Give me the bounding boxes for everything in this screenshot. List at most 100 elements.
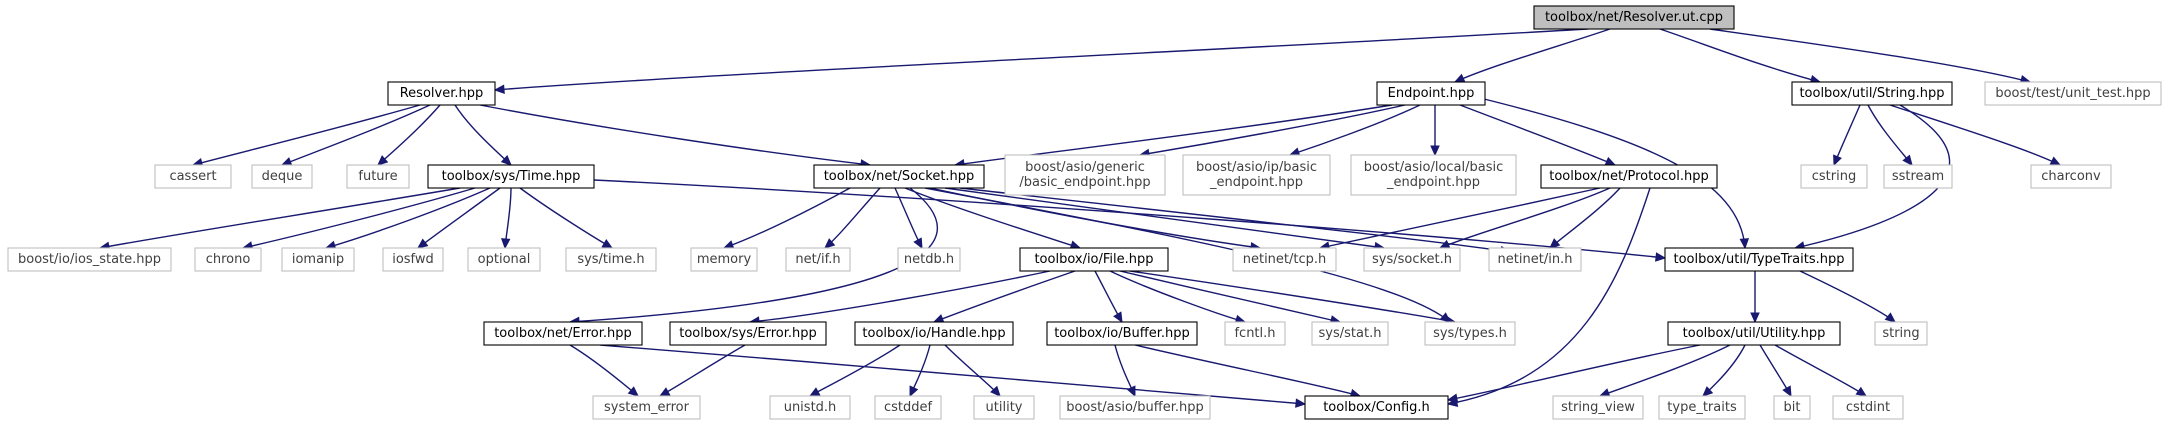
node-label: iomanip (292, 252, 344, 267)
node-label: boost/asio/generic (1025, 160, 1145, 175)
node-label: future (358, 169, 397, 184)
node-label: toolbox/sys/Time.hpp (442, 169, 581, 184)
edge-line (944, 187, 1385, 249)
edge-protocol-to-config (1446, 187, 1651, 407)
edge-line (894, 187, 923, 249)
node-label: iosfwd (392, 252, 434, 267)
edge-socket-to-netdb (894, 187, 923, 250)
edges-layer (98, 28, 2062, 408)
node-string[interactable]: toolbox/util/String.hpp (1791, 81, 1953, 106)
edge-typetraits-to-string_std (1799, 270, 1896, 323)
edge-arrowhead (1739, 238, 1750, 250)
node-buffer[interactable]: toolbox/io/Buffer.hpp (1046, 321, 1198, 346)
node-box (973, 395, 1035, 420)
node-utility-hpp[interactable]: toolbox/util/Utility.hpp (1667, 321, 1841, 346)
edge-protocol-to-in_h (1549, 187, 1621, 249)
node-box (669, 321, 827, 346)
node-label: string_view (1561, 400, 1635, 415)
edge-line (242, 187, 476, 249)
node-label: cassert (169, 169, 216, 184)
node-label: toolbox/net/Protocol.hpp (1549, 169, 1708, 184)
edge-arrowhead (932, 314, 945, 324)
edge-line (959, 187, 1511, 253)
node-label: toolbox/Config.h (1323, 400, 1430, 415)
node-box (387, 81, 496, 106)
node-box (1664, 247, 1854, 272)
edge-socket-to-socket_h (944, 187, 1386, 252)
edge-line (954, 104, 1393, 166)
node-label: toolbox/util/String.hpp (1799, 86, 1944, 101)
edge-socket-to-file (904, 187, 1082, 250)
node-label: boost/asio/local/basic (1364, 160, 1504, 175)
edge-root-to-unit_test (1709, 28, 2032, 85)
edge-resolver-to-time (454, 104, 512, 166)
edge-file-to-sys_error (748, 270, 1051, 326)
node-box (1224, 321, 1286, 346)
edge-line (1867, 104, 1913, 166)
edge-arrowhead (1126, 385, 1136, 398)
node-label: toolbox/net/Error.hpp (494, 326, 632, 341)
node-box (1182, 154, 1331, 196)
node-label: boost/asio/ip/basic (1196, 160, 1317, 175)
node-endpoint[interactable]: Endpoint.hpp (1376, 81, 1486, 106)
edge-buffer-to-asio_buffer (1114, 344, 1136, 398)
node-file[interactable]: toolbox/io/File.hpp (1019, 247, 1169, 272)
node-box (1376, 81, 1486, 106)
node-cstdint: cstdint (1832, 395, 1904, 420)
node-net-error[interactable]: toolbox/net/Error.hpp (483, 321, 643, 346)
node-sys-error[interactable]: toolbox/sys/Error.hpp (669, 321, 827, 346)
edge-arrowhead (1833, 154, 1842, 167)
node-box (1046, 321, 1198, 346)
edge-endpoint-to-typetraits (1479, 97, 1750, 250)
node-label: sstream (1892, 169, 1944, 184)
node-label: toolbox/sys/Error.hpp (679, 326, 816, 341)
edge-line (494, 28, 1589, 91)
node-config[interactable]: toolbox/Config.h (1304, 395, 1449, 420)
node-box (1540, 164, 1718, 189)
edge-line (1119, 270, 1341, 323)
edge-line (99, 187, 461, 249)
node-stat-h: sys/stat.h (1311, 321, 1389, 346)
edge-arrowhead (417, 238, 429, 249)
node-protocol[interactable]: toolbox/net/Protocol.hpp (1540, 164, 1718, 189)
edge-line (569, 344, 639, 397)
node-system-error: system_error (592, 395, 701, 420)
node-label: utility (986, 400, 1023, 415)
edge-line (1702, 344, 1746, 397)
edge-arrowhead (500, 238, 511, 250)
node-handle[interactable]: toolbox/io/Handle.hpp (854, 321, 1014, 346)
edge-line (1889, 104, 2061, 166)
node-socket[interactable]: toolbox/net/Socket.hpp (813, 164, 985, 189)
node-time[interactable]: toolbox/sys/Time.hpp (427, 164, 595, 189)
edge-arrowhead (1702, 386, 1714, 397)
edge-arrowhead (1295, 398, 1307, 408)
node-string-std: string (1874, 321, 1928, 346)
node-optional: optional (467, 247, 541, 272)
node-type-traits: type_traits (1658, 395, 1746, 420)
edge-endpoint-to-generic_ep (1138, 104, 1406, 159)
edge-line (1289, 104, 1421, 156)
edge-arrowhead (1655, 252, 1667, 262)
edge-arrowhead (990, 385, 1001, 397)
node-unistd: unistd.h (769, 395, 851, 420)
edge-arrowhead (1113, 311, 1123, 324)
node-box (813, 164, 985, 189)
node-label: toolbox/util/TypeTraits.hpp (1674, 252, 1845, 267)
node-resolver[interactable]: Resolver.hpp (387, 81, 496, 106)
node-label: toolbox/io/Handle.hpp (862, 326, 1005, 341)
node-string-view: string_view (1552, 395, 1644, 420)
node-box (897, 247, 961, 272)
node-label: cstring (1812, 169, 1856, 184)
node-socket-h: sys/socket.h (1363, 247, 1461, 272)
edge-arrowhead (280, 157, 293, 166)
edge-line (1659, 28, 1821, 83)
node-label: chrono (206, 252, 251, 267)
edge-line (1134, 344, 1361, 397)
node-label: string (1882, 326, 1919, 341)
node-box (1019, 247, 1169, 272)
node-typetraits[interactable]: toolbox/util/TypeTraits.hpp (1664, 247, 1854, 272)
edge-line (1454, 28, 1611, 83)
node-root[interactable]: toolbox/net/Resolver.ut.cpp (1533, 5, 1735, 30)
node-memory: memory (690, 247, 758, 272)
edge-handle-to-cstddef (909, 344, 931, 398)
